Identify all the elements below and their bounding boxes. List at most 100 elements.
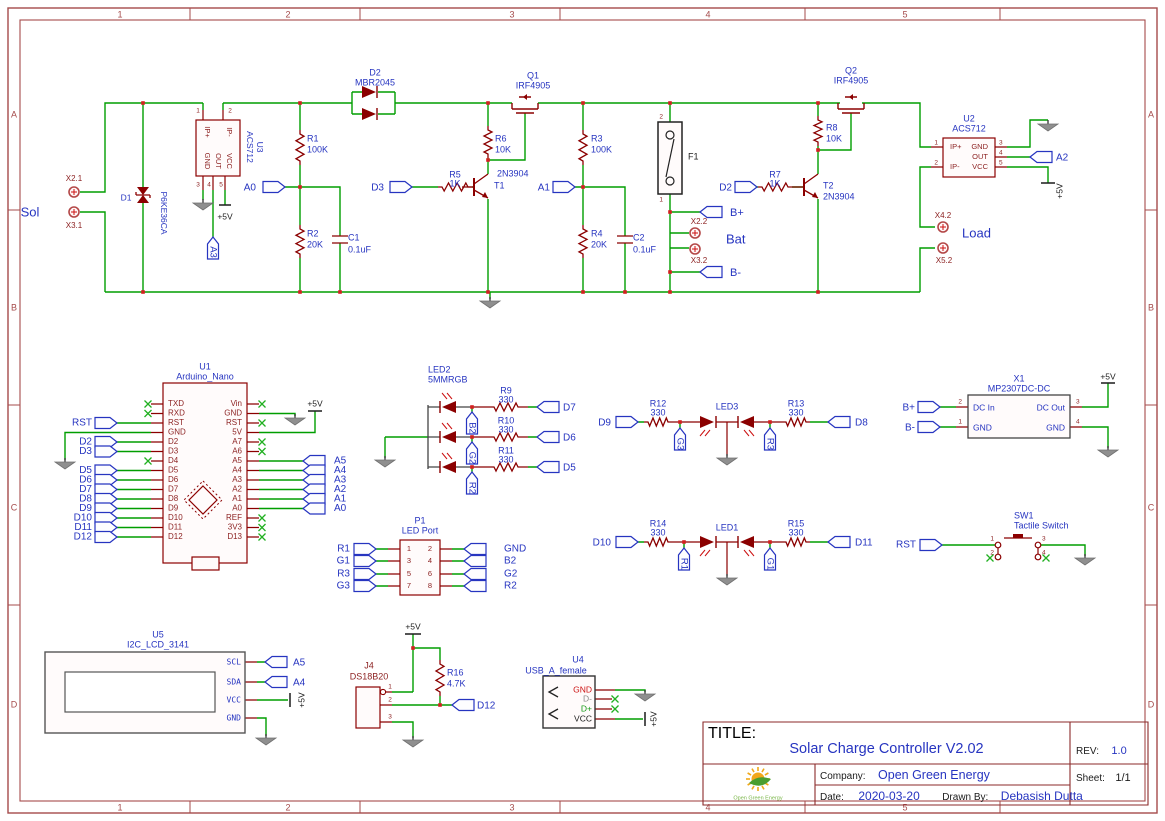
- r7-ref: R7: [769, 169, 781, 179]
- ground-icon: [53, 461, 77, 470]
- d1-value: P6KE36CA: [159, 192, 169, 235]
- frame-row-B-left: B: [11, 302, 17, 312]
- c2-ref: C2: [633, 232, 645, 242]
- u1-pl-d2: D2: [168, 437, 179, 446]
- u2-pin-ipp: IP+: [950, 142, 962, 151]
- u1-pl-d3: D3: [168, 447, 179, 456]
- company-value: Open Green Energy: [878, 768, 990, 782]
- logo-text: Open Green Energy: [733, 795, 782, 801]
- junction-dot: [768, 420, 772, 424]
- u2-pin-out: OUT: [972, 152, 988, 161]
- net-flag: [463, 579, 487, 593]
- r9-value: 330: [498, 394, 513, 404]
- frame-col-5-bottom: 5: [902, 802, 907, 812]
- flag-d10b: D10: [593, 538, 612, 549]
- j4-pn3: 3: [388, 714, 392, 721]
- ground-icon: [373, 459, 397, 468]
- date-label: Date:: [820, 792, 844, 803]
- u4-5v-label: +5V: [648, 711, 658, 727]
- u1-pr-3v3: 3V3: [228, 523, 243, 532]
- junction-dot: [338, 290, 342, 294]
- r7-value: 1K: [769, 178, 780, 188]
- flag-g2-p1: G2: [504, 569, 518, 580]
- r14-value: 330: [650, 527, 665, 537]
- u3-pin-vcc: VCC: [225, 153, 234, 169]
- net-flag: [451, 698, 475, 712]
- junction-dot: [816, 101, 820, 105]
- u1-pr-vin: Vin: [231, 399, 242, 408]
- net-flag: [465, 441, 479, 465]
- pad-x2-2-label: X2.2: [691, 217, 708, 226]
- junction-dot: [816, 290, 820, 294]
- c2-value: 0.1uF: [633, 244, 657, 254]
- r11-value: 330: [498, 454, 513, 464]
- flag-d6b: D6: [563, 433, 576, 444]
- flag-d5: D5: [79, 465, 92, 476]
- flag-g3: G3: [674, 438, 685, 451]
- p1-ref: P1: [414, 515, 425, 525]
- flag-d11: D11: [74, 522, 92, 533]
- x1-5v-label: +5V: [1100, 371, 1116, 381]
- flag-bplus-x1: B+: [902, 403, 915, 414]
- pad-x2-1-label: X2.1: [66, 174, 83, 183]
- net-flag: [827, 415, 851, 429]
- no-connect-icon: [258, 400, 266, 408]
- flag-r3-p1: R3: [337, 569, 350, 580]
- title-label: TITLE:: [708, 725, 757, 742]
- t1-ref: T1: [494, 180, 505, 190]
- u2-pn4: 4: [999, 150, 1003, 157]
- no-connect-icon: [258, 514, 266, 522]
- u4-pin-gnd: GND: [573, 684, 592, 694]
- u2-value: ACS712: [952, 123, 986, 133]
- net-flag: [94, 530, 118, 544]
- pad-x5-2-label: X5.2: [936, 256, 953, 265]
- frame-row-B-right: B: [1148, 302, 1154, 312]
- u3-pn4: 4: [207, 182, 211, 189]
- frame-col-4-bottom: 4: [705, 802, 710, 812]
- junction-dot: [298, 290, 302, 294]
- flag-r2: R2: [466, 482, 477, 494]
- frame-col-1-top: 1: [117, 9, 122, 19]
- ground-icon: [401, 739, 425, 748]
- r4-ref: R4: [591, 228, 603, 238]
- u1-pr-a1: A1: [232, 494, 242, 503]
- x1-pn1: 1: [958, 419, 962, 426]
- ground-icon: [478, 300, 502, 309]
- flag-a1: A1: [334, 494, 347, 505]
- u1-pl-d10: D10: [168, 513, 183, 522]
- u1-pl-d12: D12: [168, 532, 183, 541]
- u4-ref: U4: [572, 654, 584, 664]
- net-flag: [94, 445, 118, 458]
- date-value: 2020-03-20: [858, 789, 920, 803]
- u3-pn3: 3: [196, 182, 200, 189]
- led3-ref: LED3: [716, 401, 739, 411]
- net-flag: [1029, 150, 1053, 164]
- flag-d5b: D5: [563, 463, 576, 474]
- junction-dot: [486, 101, 490, 105]
- u2-pn5: 5: [999, 160, 1003, 167]
- junction-dot: [438, 703, 442, 707]
- flag-a3: A3: [334, 475, 347, 486]
- net-flag: [264, 655, 288, 669]
- q1-value: IRF4905: [516, 80, 551, 90]
- u1-pr-rst: RST: [226, 418, 242, 427]
- j4-5v-label: +5V: [405, 621, 421, 631]
- frame-row-C-left: C: [11, 502, 18, 512]
- junction-dot: [581, 185, 585, 189]
- d1-ref: D1: [121, 192, 132, 202]
- u1-pr-a0: A0: [232, 504, 242, 513]
- frame-col-2-top: 2: [285, 9, 290, 19]
- junction-dot: [581, 290, 585, 294]
- r13-value: 330: [788, 407, 803, 417]
- net-flag: [536, 430, 560, 444]
- ground-icon: [1073, 557, 1097, 566]
- flag-g1-p1: G1: [337, 556, 351, 567]
- r4-value: 20K: [591, 239, 607, 249]
- ground-icon: [191, 202, 215, 211]
- u3-pn5: 5: [219, 182, 223, 189]
- drawn-by-label: Drawn By:: [942, 792, 989, 803]
- q2-ref: Q2: [845, 65, 857, 75]
- r10-ref: R10: [498, 415, 515, 425]
- company-logo: Open Green Energy: [733, 767, 783, 801]
